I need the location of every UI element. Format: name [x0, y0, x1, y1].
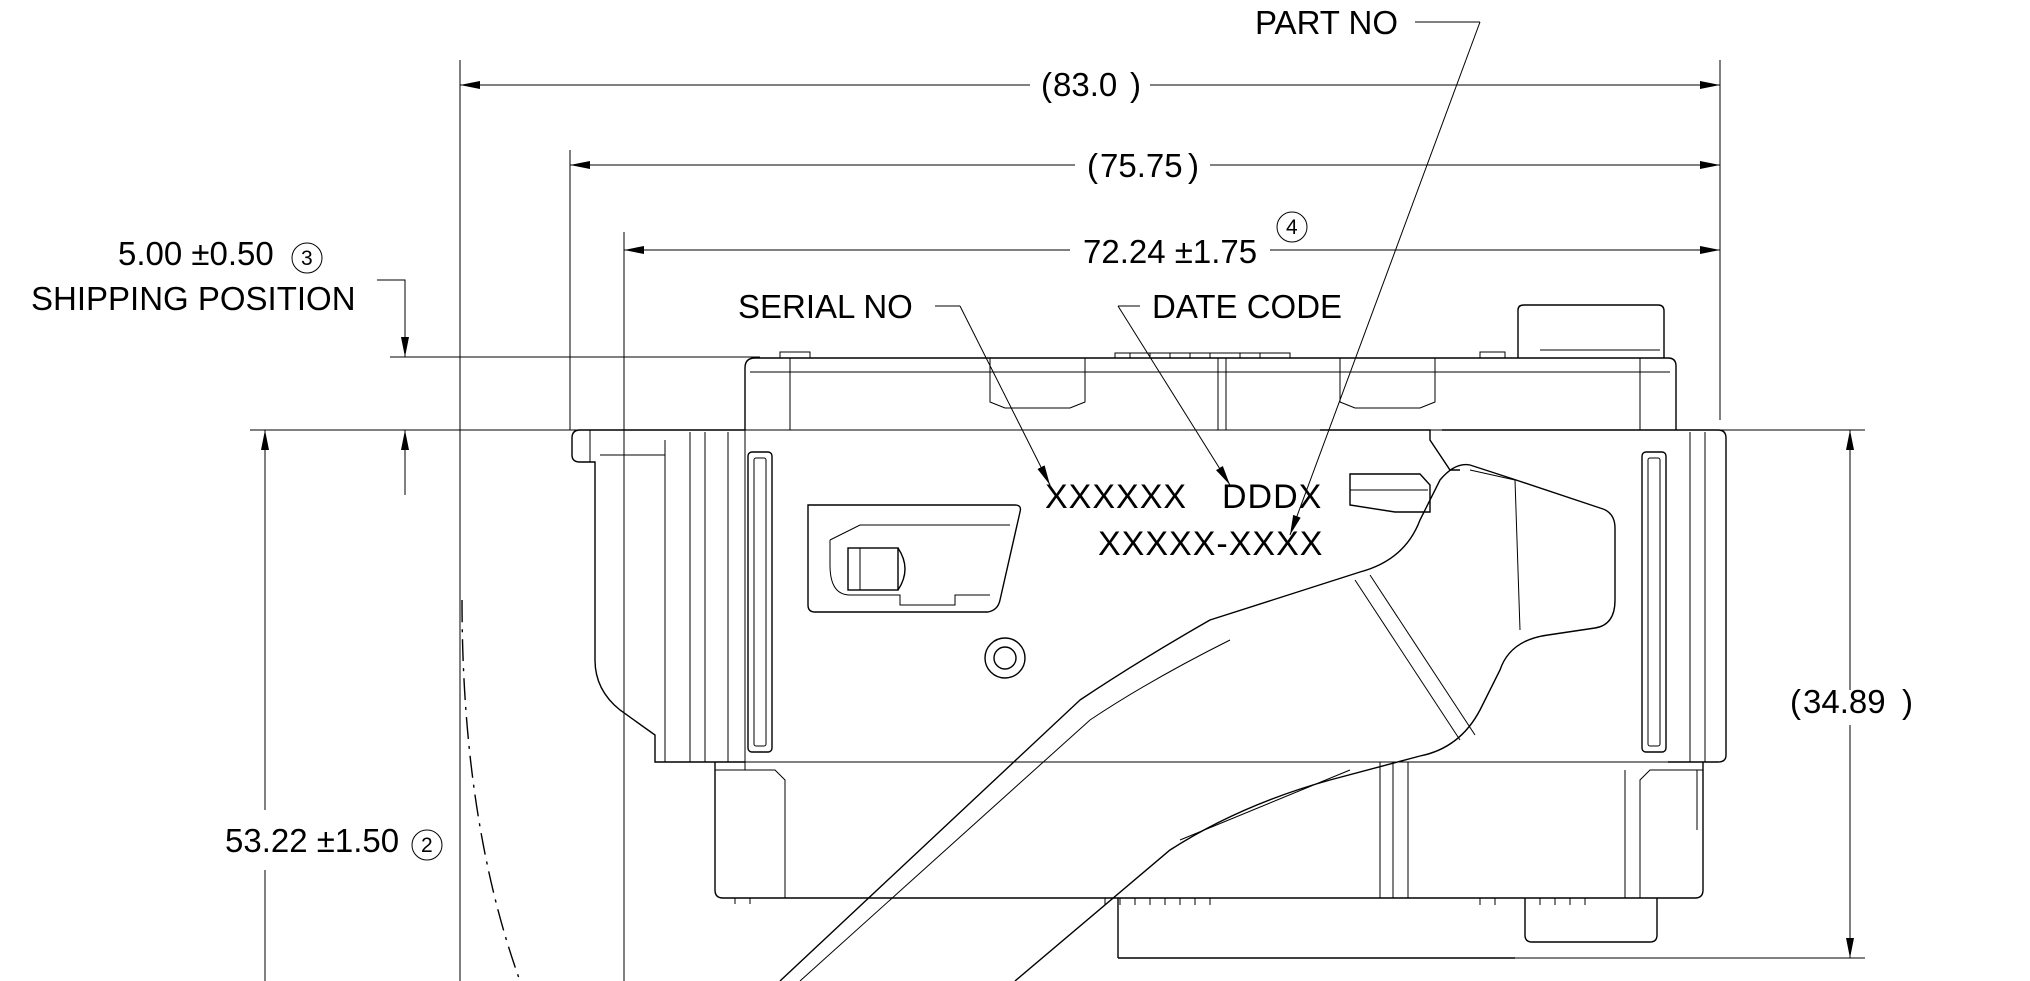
part-marking: XXXXX-XXXX: [1098, 525, 1323, 563]
note-circle-3: [291, 242, 323, 274]
dimension-shipping-position: 5.00 ±0.50 3 SHIPPING POSITION: [31, 235, 409, 495]
extension-lines: [250, 60, 1865, 981]
dim-overall-value: 83.0: [1053, 66, 1117, 103]
top-housing: [744, 304, 1677, 430]
note-circle-2: [411, 829, 443, 861]
dimension-body-width: 72.24 ±1.75 4: [624, 211, 1720, 270]
dim-body-value: 72.24 ±1.75: [1083, 233, 1257, 270]
serial-no-callout: SERIAL NO: [738, 288, 1051, 486]
dim-body-note: 4: [1286, 216, 1298, 239]
date-code-label: DATE CODE: [1152, 288, 1342, 325]
dim-overall-paren-open: (: [1041, 66, 1052, 103]
dimension-overall-width: ( 83.0 ): [460, 66, 1720, 103]
serial-no-label: SERIAL NO: [738, 288, 913, 325]
dim-left-note: 2: [421, 834, 433, 857]
dim-shipping-value: 5.00 ±0.50: [118, 235, 274, 272]
dim-outer-paren-open: (: [1087, 147, 1098, 184]
dimension-height-right: ( 34.89 ): [1790, 430, 1913, 958]
dimension-height-left: 53.22 ±1.50 2: [225, 430, 443, 981]
swing-arc: [461, 599, 521, 981]
part-no-callout: PART NO: [1255, 4, 1481, 536]
serial-marking: XXXXXX: [1045, 478, 1187, 516]
part-no-label: PART NO: [1255, 4, 1398, 41]
shipping-position-label: SHIPPING POSITION: [31, 280, 356, 317]
fastener: [984, 637, 1026, 679]
dim-right-value: 34.89: [1803, 683, 1886, 720]
dimension-outer-width: ( 75.75 ): [570, 147, 1720, 184]
handle: [779, 463, 1616, 981]
date-code-callout: DATE CODE: [1117, 288, 1342, 486]
date-marking: DDDX: [1222, 478, 1322, 516]
dim-right-paren-open: (: [1790, 683, 1801, 720]
dim-overall-paren-close: ): [1130, 66, 1141, 103]
dim-left-value: 53.22 ±1.50: [225, 822, 399, 859]
dim-outer-value: 75.75: [1100, 147, 1183, 184]
dim-outer-paren-close: ): [1188, 147, 1199, 184]
dim-shipping-note: 3: [301, 247, 313, 270]
main-body: [571, 429, 1727, 959]
dim-right-paren-close: ): [1902, 683, 1913, 720]
note-circle-4: [1276, 211, 1308, 243]
latch-clip: [807, 504, 1022, 613]
